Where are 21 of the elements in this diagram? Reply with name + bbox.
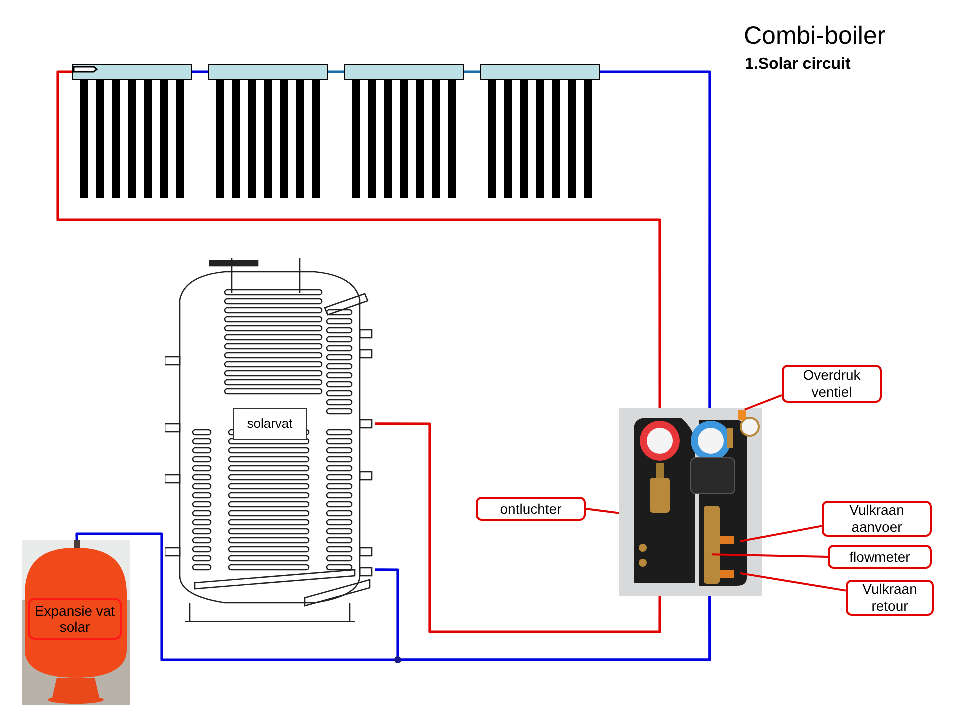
tank-label: solarvat (233, 408, 307, 440)
vessel-label: Expansie vat solar (28, 598, 122, 640)
callout-label: Vulkraan retour (846, 580, 934, 616)
pipe (56, 70, 662, 408)
leader-line (740, 525, 822, 542)
subtitle: 1.Solar circuit (745, 56, 851, 74)
leader-line (740, 572, 846, 592)
diagram-title: Combi-boiler (744, 22, 886, 51)
pipe (464, 70, 480, 74)
leader-line (586, 508, 620, 514)
callout-label: ontluchter (476, 497, 586, 521)
callout-label: flowmeter (828, 545, 932, 569)
callout-label: Vulkraan aanvoer (822, 501, 932, 537)
pipe (375, 422, 662, 634)
pipe (375, 568, 712, 662)
pipe (600, 70, 712, 408)
pipe (328, 70, 344, 74)
leader-line (712, 554, 828, 558)
leader-line (744, 394, 782, 411)
pipe (192, 70, 208, 74)
callout-label: Overdruk ventiel (782, 365, 882, 403)
